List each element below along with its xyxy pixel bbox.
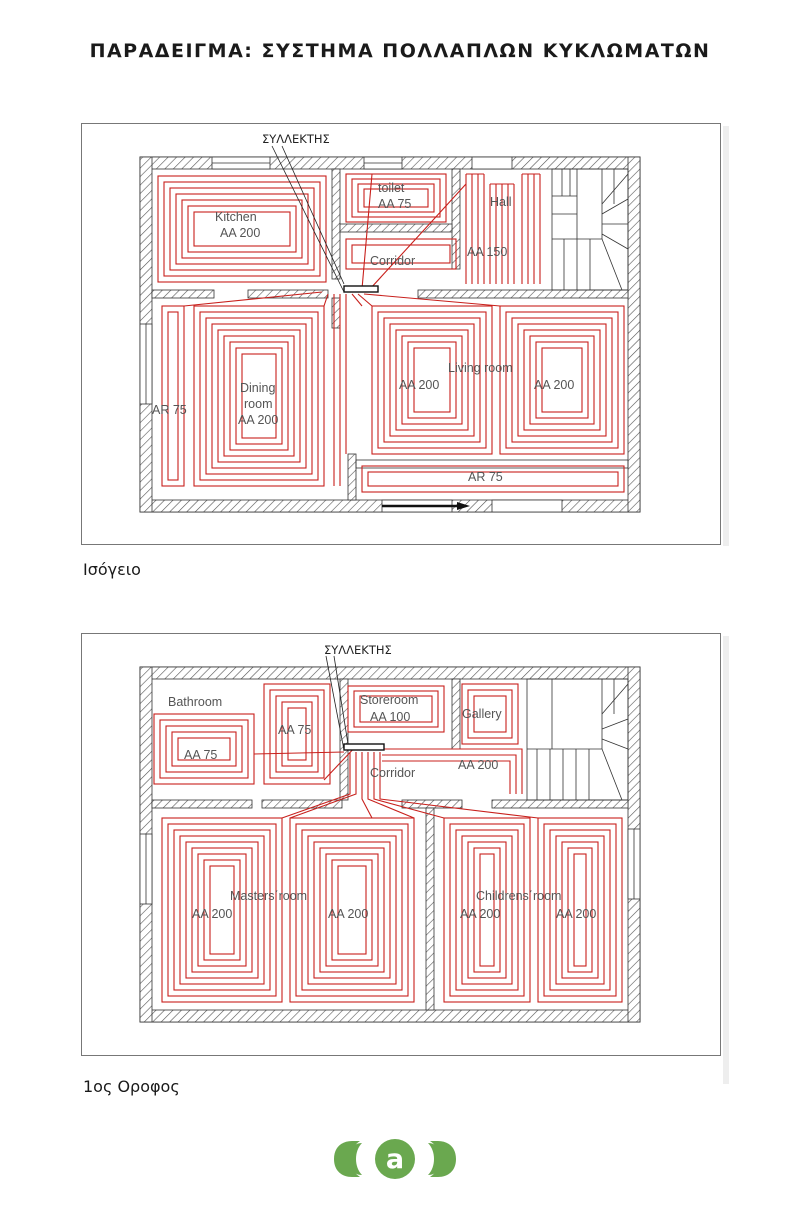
ground-floor-plan: ΣΥΛΛΕΚΤΗΣ Kitchen AA 200 toilet AA 75 Ha… [81,123,721,545]
corridor-label: Corridor [370,766,415,780]
west-loop-label: AR 75 [152,403,187,417]
kitchen-loop-label: AA 200 [220,226,260,240]
childrens-loop-1-label: AA 200 [460,907,500,921]
collector-manifold [271,145,379,293]
staircase [526,678,629,801]
svg-text:a: a [386,1144,404,1175]
hall-label: Hall [490,195,512,209]
exterior-walls [139,666,641,1023]
storeroom-label: Storeroom [360,693,418,707]
collector-label: ΣΥΛΛΕΚΤΗΣ [324,643,392,657]
bathroom-loop-2-label: AA 75 [278,723,311,737]
gallery-loop-label: AA 200 [458,758,498,772]
dining-label-room: room [244,397,272,411]
interior-walls [151,678,629,1011]
living-loop-1-label: AA 200 [399,378,439,392]
ground-floor-caption: Ισόγειο [83,560,141,579]
masters-room-label: Masters΄room [230,889,307,903]
living-label: Living room [448,361,513,375]
heating-loops [153,683,623,1003]
first-floor-drawing: ΣΥΛΛΕΚΤΗΣ Bathroom AA 75 AA 75 Storeroom… [139,643,641,1023]
gallery-label: Gallery [462,707,502,721]
panel-shadow [723,126,729,546]
childrens-room-label: Childrens΄room [476,889,561,903]
hall-loop-label: AA 150 [467,245,507,259]
collector-manifold [325,655,385,751]
kitchen-label: Kitchen [215,210,257,224]
panel-shadow [723,636,729,1084]
heating-loops [157,173,625,493]
page-title: ΠΑΡΑΔΕΙΓΜΑ: ΣΥΣΤΗΜΑ ΠΟΛΛΑΠΛΩΝ ΚΥΚΛΩΜΑΤΩΝ [89,40,711,62]
staircase [551,168,629,291]
living-loop-2-label: AA 200 [534,378,574,392]
bathroom-label: Bathroom [168,695,222,709]
kan-logo-icon: a [334,1139,456,1179]
masters-loop-2-label: AA 200 [328,907,368,921]
dining-loop-label: AA 200 [238,413,278,427]
first-floor-plan: ΣΥΛΛΕΚΤΗΣ Bathroom AA 75 AA 75 Storeroom… [81,633,721,1056]
corridor-label: Corridor [370,254,415,268]
masters-loop-1-label: AA 200 [192,907,232,921]
ground-floor-drawing: ΣΥΛΛΕΚΤΗΣ Kitchen AA 200 toilet AA 75 Ha… [139,132,641,513]
exterior-walls [139,156,641,513]
dining-label: Dining [240,381,275,395]
toilet-loop-label: AA 75 [378,197,411,211]
first-floor-caption: 1ος Οροφος [83,1077,180,1096]
storeroom-loop-label: AA 100 [370,710,410,724]
bathroom-loop-1-label: AA 75 [184,748,217,762]
south-loop-label: AR 75 [468,470,503,484]
childrens-loop-2-label: AA 200 [556,907,596,921]
collector-label: ΣΥΛΛΕΚΤΗΣ [262,132,330,146]
toilet-label: toilet [378,181,405,195]
